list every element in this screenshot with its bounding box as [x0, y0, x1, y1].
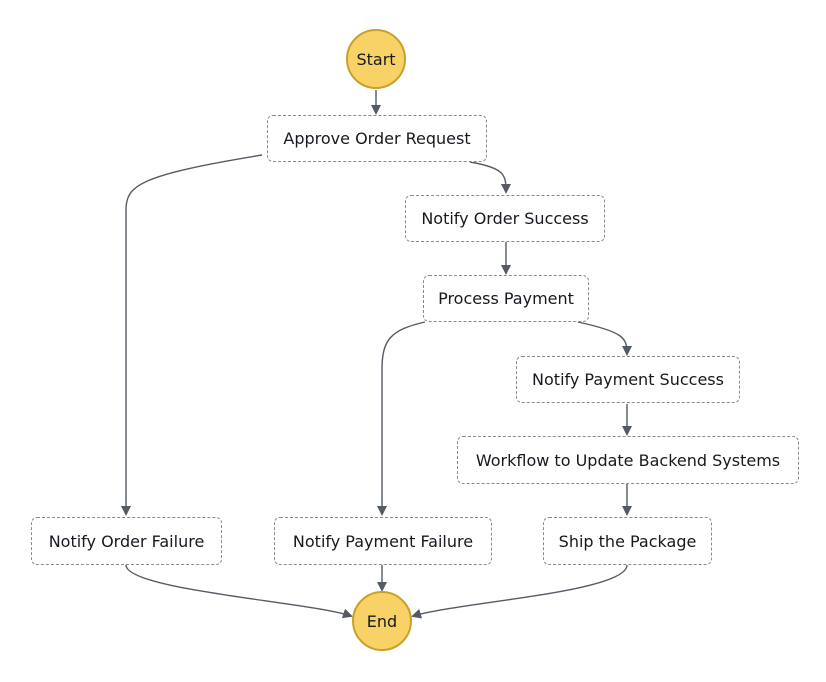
edge-notify-order-failure-to-end [125, 564, 353, 619]
edge-ship-package-to-end [411, 564, 628, 619]
state-label: Notify Payment Failure [292, 531, 474, 551]
state-label: Workflow to Update Backend Systems [475, 450, 781, 470]
state-ship-package[interactable]: Ship the Package [543, 517, 712, 565]
state-workflow-update-backend[interactable]: Workflow to Update Backend Systems [457, 436, 799, 484]
edge-process-payment-to-notify-payment-failure [377, 321, 426, 516]
edge-approve-to-notify-order-success [469, 161, 511, 194]
state-approve-order-request[interactable]: Approve Order Request [267, 115, 487, 162]
state-label: Approve Order Request [283, 129, 471, 148]
edge-approve-to-notify-order-failure [121, 154, 263, 516]
state-process-payment[interactable]: Process Payment [423, 275, 589, 322]
end-node[interactable]: End [352, 591, 412, 651]
start-node[interactable]: Start [346, 29, 406, 89]
state-label: Notify Order Success [421, 209, 589, 228]
state-label: Process Payment [438, 289, 574, 308]
state-notify-payment-failure[interactable]: Notify Payment Failure [274, 517, 492, 565]
state-label: Ship the Package [558, 531, 697, 551]
start-node-label: Start [356, 49, 396, 69]
state-notify-order-failure[interactable]: Notify Order Failure [31, 517, 222, 565]
state-notify-order-success[interactable]: Notify Order Success [405, 195, 605, 242]
state-notify-payment-success[interactable]: Notify Payment Success [516, 356, 740, 403]
state-label: Notify Payment Success [532, 370, 724, 389]
edge-process-payment-to-notify-payment-success [577, 321, 632, 356]
state-label: Notify Order Failure [48, 531, 205, 551]
end-node-label: End [366, 611, 398, 631]
